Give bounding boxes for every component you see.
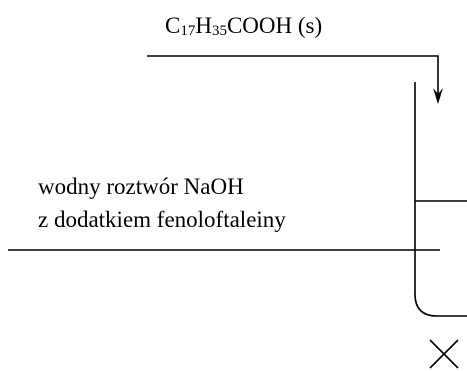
solution-label-line1: wodny roztwór NaOH (38, 174, 244, 199)
formula-part-h: H (195, 13, 212, 38)
solution-label: wodny roztwór NaOH z dodatkiem fenolofta… (38, 170, 286, 236)
formula-part-cooh: COOH (s) (226, 13, 323, 38)
cross-mark-icon (429, 339, 459, 369)
solution-label-line2: z dodatkiem fenoloftaleiny (38, 207, 286, 232)
reagent-arrow-head (433, 88, 443, 104)
formula-subscript-35: 35 (211, 23, 227, 40)
formula-part-c: C (165, 13, 181, 38)
test-tube (414, 82, 467, 317)
formula-subscript-17: 17 (180, 23, 196, 40)
reagent-formula-label: C17H35COOH (s) (165, 13, 323, 40)
reagent-arrow-line (147, 55, 439, 98)
